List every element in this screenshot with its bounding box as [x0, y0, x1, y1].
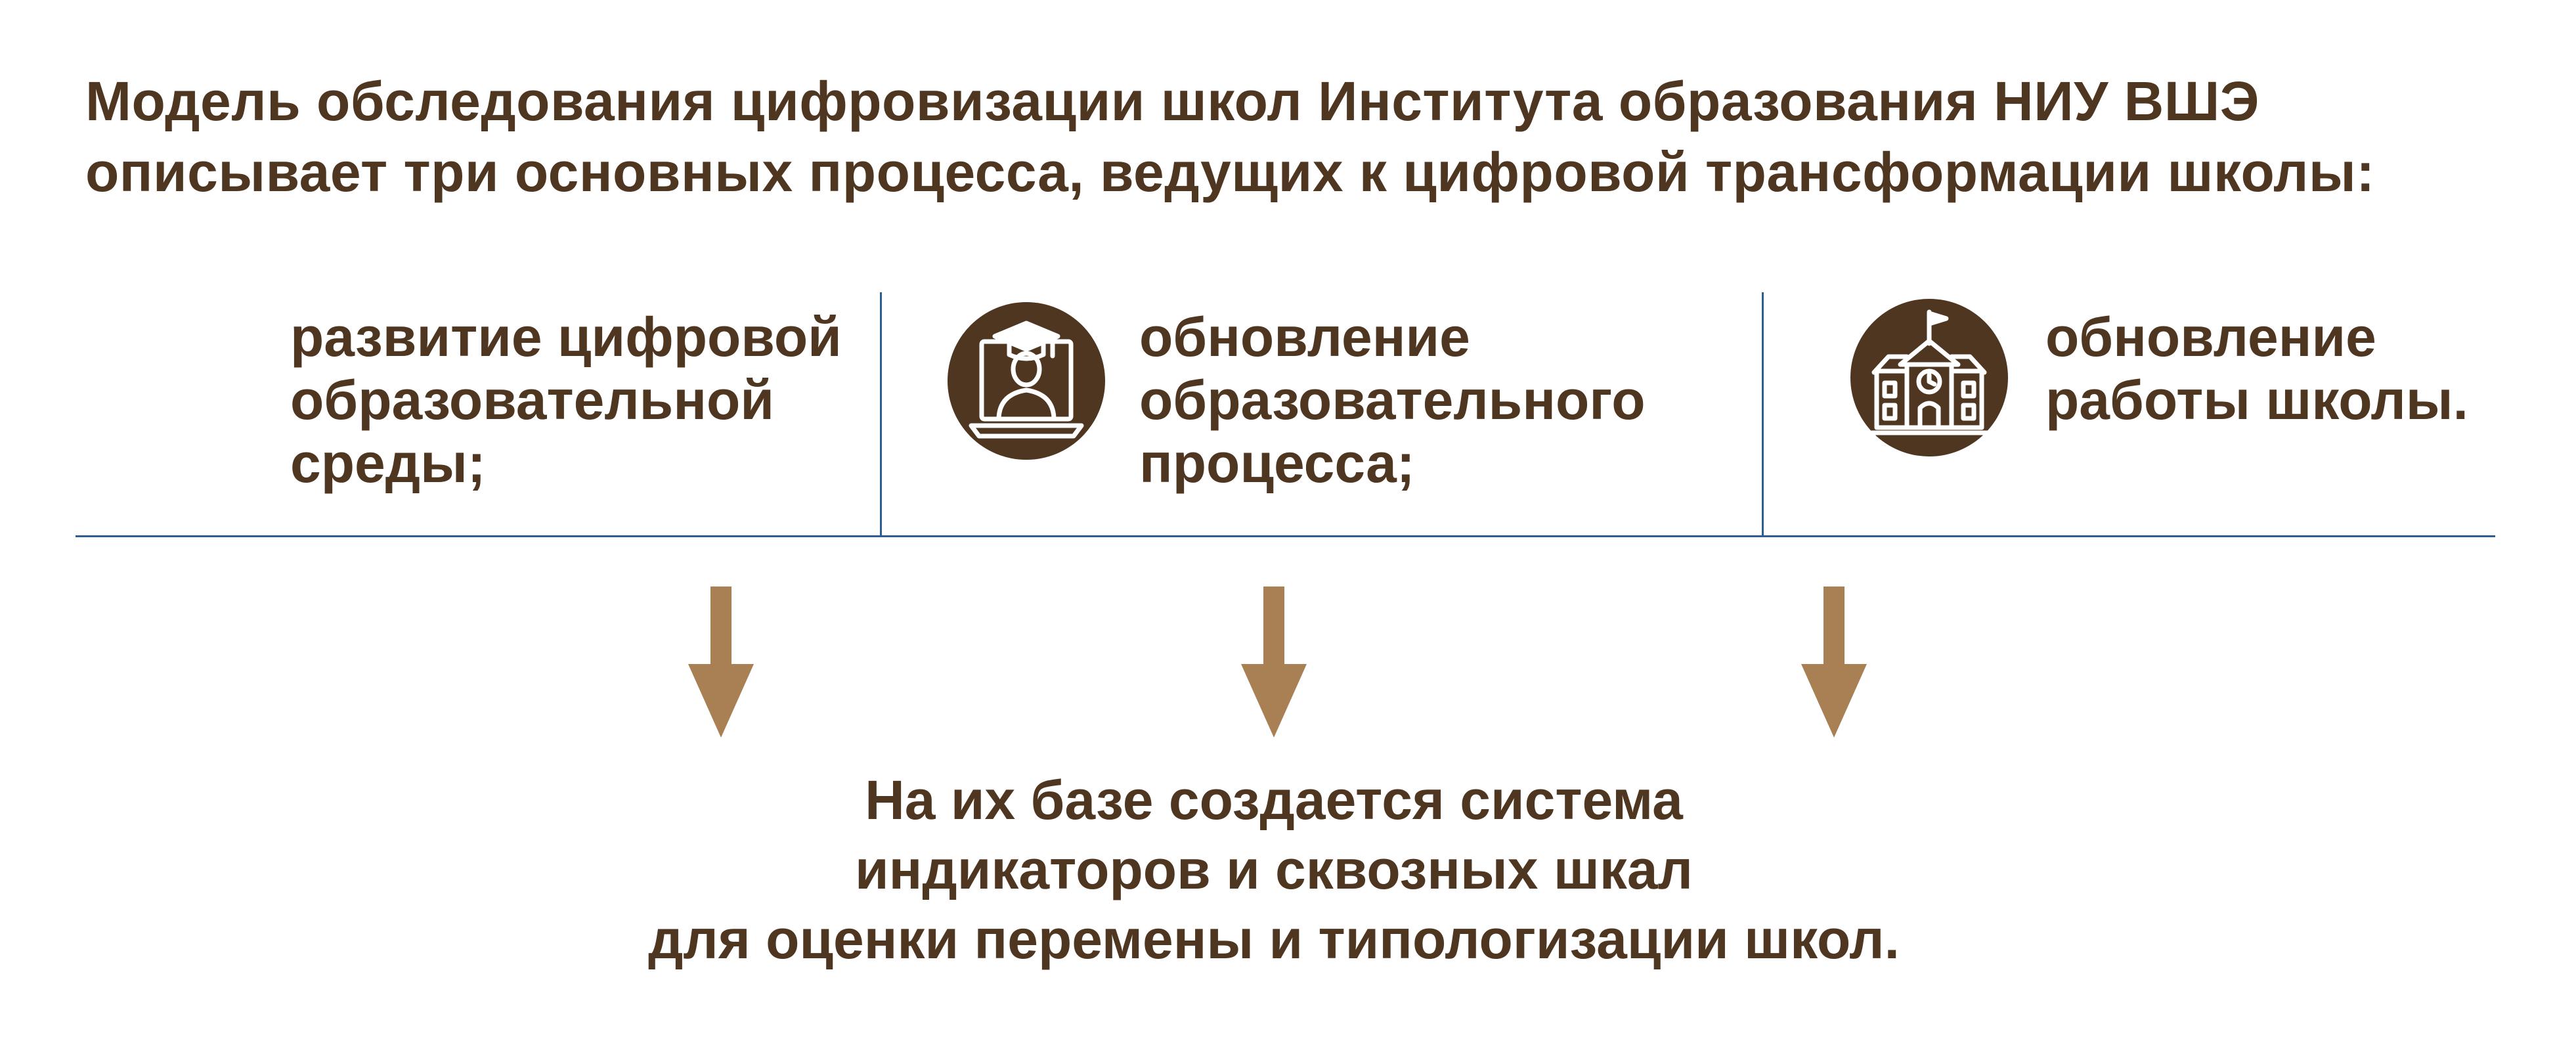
process-2-line-2: образовательного	[1139, 369, 1646, 431]
divider-vertical-1	[880, 292, 882, 537]
process-2-text: обновление образовательного процесса;	[1139, 305, 1646, 495]
conclusion-text: На их базе создается система индикаторов…	[460, 765, 2088, 974]
process-3-line-2: работы школы.	[2045, 369, 2468, 431]
intro-line-2: описывает три основных процесса, ведущих…	[85, 141, 2375, 203]
process-2-line-3: процесса;	[1139, 432, 1415, 494]
divider-horizontal	[76, 535, 2495, 537]
school-building-icon	[1850, 299, 2008, 456]
divider-vertical-2	[1762, 292, 1764, 537]
process-1-line-2: образовательной	[290, 369, 775, 431]
down-arrow-3	[1801, 587, 1867, 738]
process-2-line-1: обновление	[1139, 306, 1470, 368]
down-arrow-1	[688, 587, 754, 738]
process-1-line-3: среды;	[290, 432, 486, 494]
intro-line-1: Модель обследования цифровизации школ Ин…	[85, 70, 2260, 132]
intro-text: Модель обследования цифровизации школ Ин…	[85, 66, 2515, 208]
process-1-line-1: развитие цифровой	[290, 306, 842, 368]
process-3-line-1: обновление	[2045, 306, 2376, 368]
conclusion-line-3: для оценки перемены и типологизации школ…	[648, 908, 1900, 970]
conclusion-line-1: На их базе создается система	[865, 769, 1683, 831]
conclusion-line-2: индикаторов и сквозных шкал	[855, 839, 1693, 900]
graduate-laptop-icon	[948, 302, 1105, 460]
process-3-text: обновление работы школы.	[2045, 305, 2468, 432]
down-arrow-2	[1241, 587, 1307, 738]
process-1-text: развитие цифровой образовательной среды;	[290, 305, 842, 495]
